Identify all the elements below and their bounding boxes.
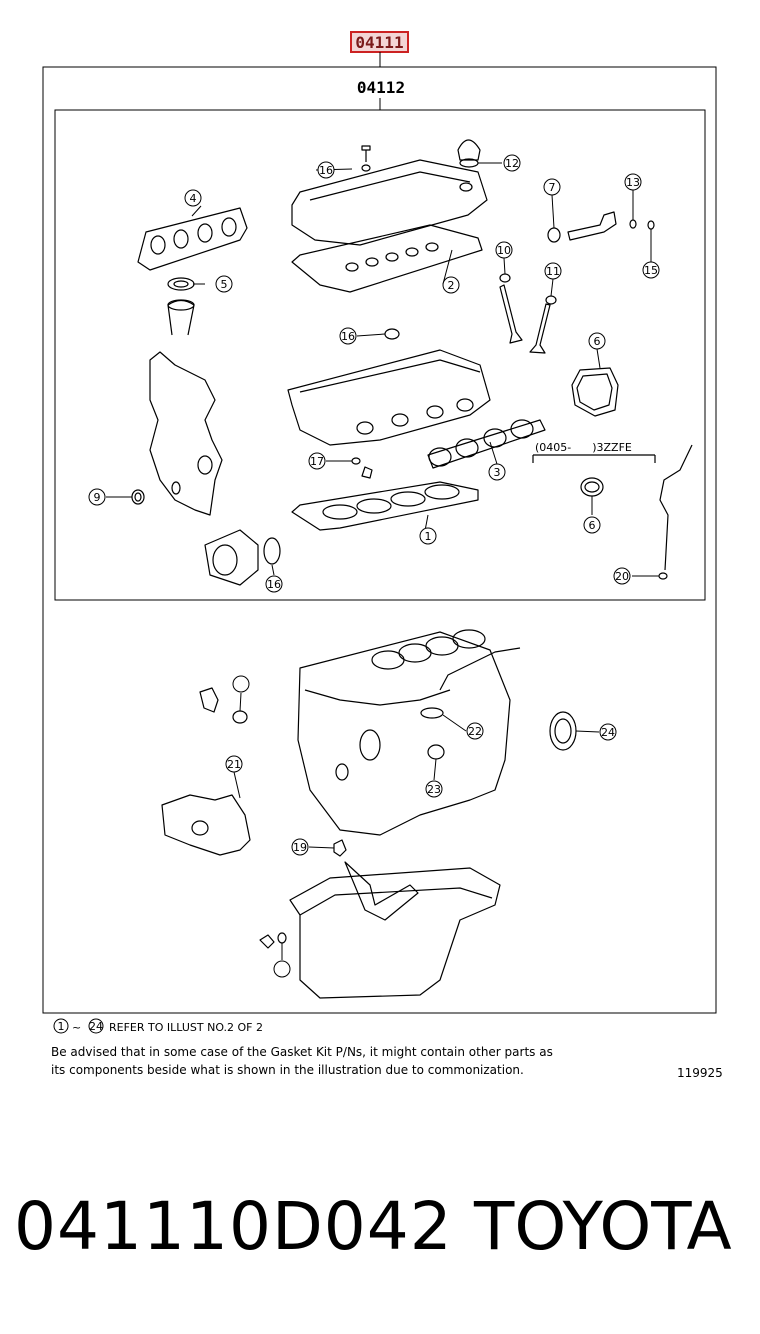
exhaust-pipe	[167, 299, 195, 336]
spark-plug-tube-gasket	[351, 457, 361, 465]
head-cover-gasket	[291, 224, 483, 293]
camshaft-oil-seal	[384, 328, 400, 340]
cylinder-head	[287, 349, 491, 446]
part-number: 041110D042	[14, 1188, 453, 1265]
callout-11[interactable]: 13	[626, 176, 640, 189]
water-pump-housing	[204, 529, 259, 586]
callout-20[interactable]: 22	[468, 725, 482, 738]
water-pump-o-ring	[263, 537, 281, 565]
engine-block	[297, 631, 511, 836]
illustration-id: 119925	[677, 1066, 723, 1080]
callout-17[interactable]: 20	[615, 570, 629, 583]
oil-filler-cap	[457, 139, 481, 161]
callout-1[interactable]: 1	[425, 530, 432, 543]
callout-22[interactable]: 24	[601, 726, 615, 739]
oil-pump	[161, 794, 251, 856]
refer-tilde: ~	[72, 1021, 81, 1034]
variant-label: (0405- )3ZZFE	[535, 441, 632, 454]
valve-left	[499, 284, 523, 344]
oil-filter-seal	[427, 744, 445, 760]
outer-frame	[42, 66, 717, 1014]
callout-8[interactable]: 9	[94, 491, 101, 504]
cylinder-head-gasket	[291, 481, 479, 531]
callout-5[interactable]: 5	[221, 278, 228, 291]
oil-pan	[289, 867, 501, 999]
kit-number[interactable]: 04111	[355, 33, 403, 52]
refer-circle-end	[88, 1018, 104, 1034]
brand-name: TOYOTA	[474, 1188, 732, 1265]
inner-frame	[54, 109, 706, 601]
subkit-number[interactable]: 04112	[357, 78, 405, 97]
callout-6-lower[interactable]: 6	[589, 519, 596, 532]
timing-chain-cover	[149, 351, 223, 516]
cover-bolt	[361, 145, 371, 162]
dipstick-guide	[659, 444, 693, 571]
callout-labels: 4 5 16 12 7 13 15 10 11 2 16 6 17 9 3 1 …	[94, 157, 659, 854]
callout-3[interactable]: 3	[494, 466, 501, 479]
callout-19[interactable]: 21	[227, 758, 241, 771]
advisory-line-1: Be advised that in some case of the Gask…	[51, 1045, 553, 1059]
crank-front-oil-seal	[131, 489, 145, 505]
refer-circle-start-label: 1	[58, 1020, 65, 1033]
oil-pan-drain-bolt	[259, 934, 275, 949]
exhaust-pipe-gasket	[167, 277, 195, 291]
callout-16-upper[interactable]: 16	[341, 330, 355, 343]
callout-9-right[interactable]: 11	[546, 265, 560, 278]
exploded-parts-diagram: 04111 04112	[42, 31, 717, 1034]
callout-13[interactable]: 15	[644, 264, 658, 277]
refer-circle-end-label: 24	[89, 1020, 103, 1033]
callout-10[interactable]: 12	[505, 157, 519, 170]
fuel-injector	[567, 211, 617, 241]
callout-9-left[interactable]: 10	[497, 244, 511, 257]
thermostat-seal	[580, 477, 604, 497]
oil-strainer-gasket	[420, 707, 444, 719]
crank-rear-oil-seal	[549, 711, 577, 751]
valve-stem-seal	[547, 227, 561, 243]
exhaust-manifold-gasket	[137, 207, 248, 271]
drain-plug	[333, 839, 347, 857]
callout-4[interactable]: 4	[190, 192, 197, 205]
callout-21[interactable]: 23	[427, 783, 441, 796]
cylinder-head-cover	[291, 159, 488, 246]
sensor-bracket	[199, 687, 219, 713]
callout-group	[88, 154, 660, 978]
advisory-line-2: its components beside what is shown in t…	[51, 1063, 524, 1077]
water-outlet-gasket	[571, 367, 619, 417]
bracket-o-ring	[232, 710, 248, 724]
callout-14[interactable]: 16	[267, 578, 281, 591]
callout-12[interactable]: 16	[319, 164, 333, 177]
callout-2[interactable]: 2	[448, 279, 455, 292]
valve-right	[529, 303, 551, 354]
refer-text: REFER TO ILLUST NO.2 OF 2	[109, 1021, 263, 1034]
callout-7[interactable]: 7	[549, 181, 556, 194]
callout-6-upper[interactable]: 6	[594, 335, 601, 348]
callout-16-lower[interactable]: 19	[293, 841, 307, 854]
callout-15[interactable]: 17	[310, 455, 324, 468]
refer-circle-start	[53, 1018, 69, 1034]
